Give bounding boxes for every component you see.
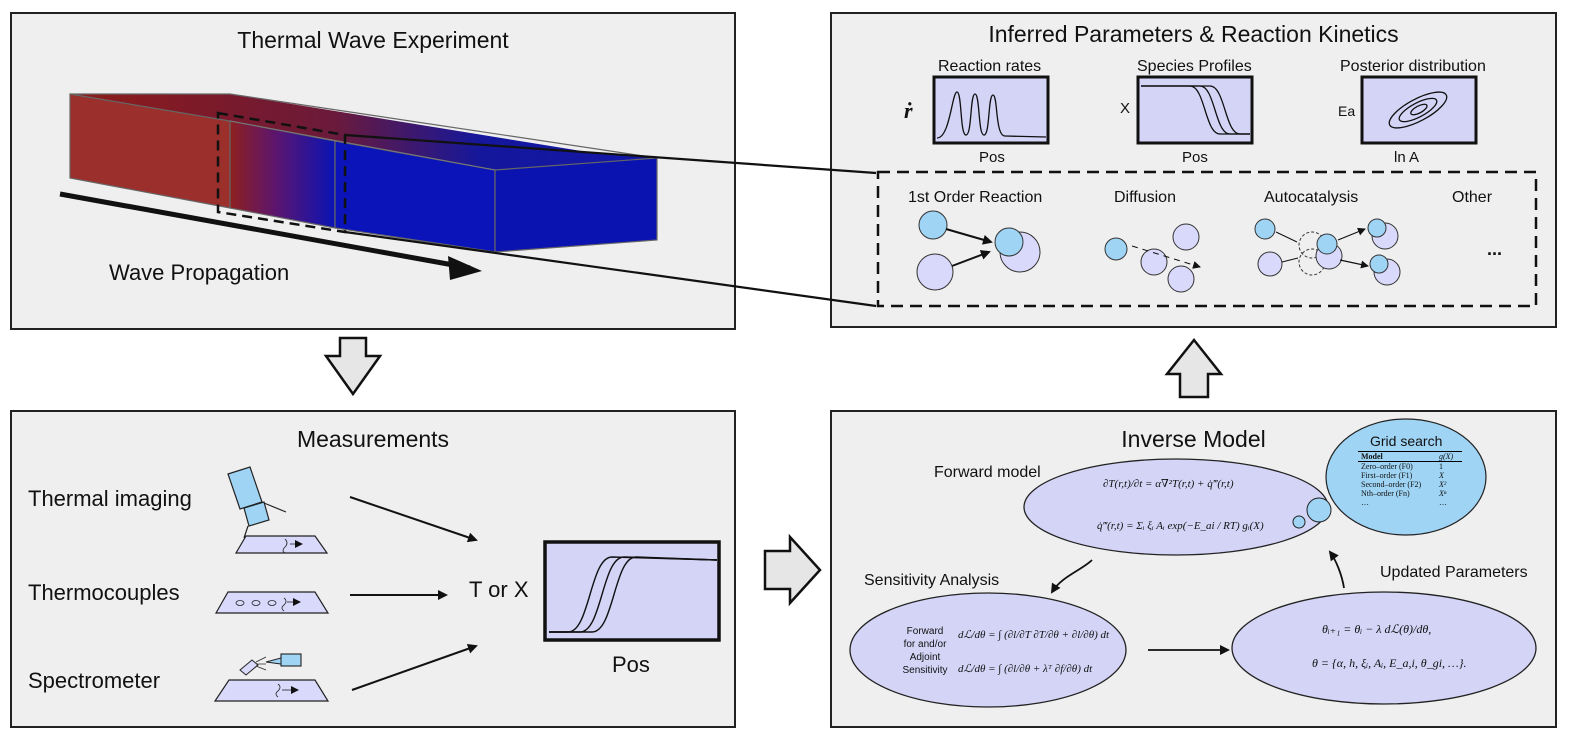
species-profiles-title: Species Profiles <box>1137 58 1252 75</box>
sensitivity-analysis-label: Sensitivity Analysis <box>864 572 1000 589</box>
measurements-title: Measurements <box>296 426 450 452</box>
sensitivity-equation-1: dℒ/dθ = ∫ (∂l/∂T ∂T/∂θ + ∂l/∂θ) dt <box>958 629 1110 641</box>
arrow-thermal-imaging <box>349 496 478 543</box>
update-equation-2: θ = {α, h, ξᵢ, Aᵢ, E_a,i, θ_gi, …}. <box>1312 656 1467 670</box>
reaction-rates-plot <box>932 75 1050 145</box>
grid-header-model: Model <box>1358 451 1436 462</box>
mechanism-ellipsis: ... <box>1487 239 1503 259</box>
grid-search-table: Model g(X) Zero–order (F0) 1 First–order … <box>1358 451 1462 507</box>
sensitivity-equation-2: dℒ/dθ = ∫ (∂l/∂θ + λᵀ ∂f/∂θ) dt <box>958 663 1093 675</box>
grid-header-g: g(X) <box>1436 451 1462 462</box>
grid-cell: Xⁿ <box>1439 489 1447 498</box>
first-order-glyph <box>916 210 1041 291</box>
sensitivity-note-4: Sensitivity <box>902 665 948 676</box>
mechanism-box <box>876 170 1538 308</box>
forward-model-label: Forward model <box>934 464 1041 481</box>
updated-parameters-label: Updated Parameters <box>1380 564 1528 581</box>
sensitivity-ellipse <box>849 592 1127 708</box>
inverse-model-title: Inverse Model <box>1121 426 1266 452</box>
method-spectrometer: Spectrometer <box>28 668 161 693</box>
method-thermocouples: Thermocouples <box>28 580 180 605</box>
table-row: First–order (F1) X <box>1358 471 1462 480</box>
output-label: T or X <box>469 577 529 602</box>
up-arrow-icon <box>1164 337 1224 399</box>
reaction-rates-xlabel: Pos <box>979 149 1005 166</box>
thought-bubble-small <box>1292 515 1306 529</box>
thermal-bar <box>59 93 658 280</box>
species-profiles-ylabel: X <box>1120 100 1131 117</box>
reaction-rates-ylabel: ṙ <box>904 98 913 123</box>
thermocouple-icon <box>214 591 330 614</box>
autocatalysis-glyph <box>1254 218 1401 286</box>
posterior-xlabel: ln A <box>1394 149 1420 166</box>
arrow-spectrometer <box>351 643 478 691</box>
species-profiles-plot <box>1136 75 1254 145</box>
grid-cell: X <box>1439 471 1444 480</box>
down-arrow-icon <box>323 336 383 397</box>
forward-model-ellipse <box>1023 458 1329 556</box>
grid-cell: X² <box>1439 480 1447 489</box>
method-thermal-imaging: Thermal imaging <box>28 486 192 511</box>
grid-cell: 1 <box>1439 462 1443 471</box>
update-equation-1: θᵢ₊₁ = θᵢ − λ dℒ(θ)/dθ, <box>1322 622 1432 636</box>
grid-cell: First–order (F1) <box>1361 471 1413 480</box>
grid-search-table-wrap: Model g(X) Zero–order (F0) 1 First–order … <box>1358 451 1462 507</box>
grid-cell: … <box>1439 498 1447 507</box>
table-row: …… <box>1358 498 1462 507</box>
species-profiles-xlabel: Pos <box>1182 149 1208 166</box>
grid-cell: Second–order (F2) <box>1361 480 1422 489</box>
sensitivity-note-2: for and/or <box>903 639 947 650</box>
wave-propagation-label: Wave Propagation <box>109 260 290 285</box>
grid-cell: Nth–order (Fn) <box>1361 489 1410 498</box>
posterior-ylabel: Ea <box>1338 103 1356 119</box>
sensitivity-note-3: Adjoint <box>909 652 941 663</box>
measurement-plot <box>543 540 721 642</box>
measurement-plot-xlabel: Pos <box>612 652 650 677</box>
zoom-line-top <box>344 133 877 175</box>
update-ellipse <box>1231 591 1537 705</box>
thermal-camera-icon <box>227 466 329 554</box>
table-row: Zero–order (F0) 1 <box>1358 462 1462 472</box>
thermal-wave-title: Thermal Wave Experiment <box>237 27 509 53</box>
posterior-title: Posterior distribution <box>1340 58 1486 75</box>
table-row: Second–order (F2) X² <box>1358 480 1462 489</box>
mechanism-first-order: 1st Order Reaction <box>908 189 1043 206</box>
grid-search-bubble <box>1325 418 1487 536</box>
reaction-rates-title: Reaction rates <box>938 58 1042 75</box>
forward-equation-2: q̇‴(r,t) = Σᵢ ξᵢ Aᵢ exp(−E_ai / RT) gᵢ(X… <box>1097 520 1264 532</box>
posterior-plot <box>1360 75 1478 145</box>
sensitivity-note-1: Forward <box>906 626 944 637</box>
mechanism-other: Other <box>1452 189 1493 206</box>
mechanism-autocatalysis: Autocatalysis <box>1264 189 1359 206</box>
right-arrow-icon <box>763 533 822 607</box>
kinetics-title: Inferred Parameters & Reaction Kinetics <box>988 21 1399 47</box>
grid-cell: Zero–order (F0) <box>1361 462 1413 471</box>
grid-cell: … <box>1361 498 1369 507</box>
grid-search-title: Grid search <box>1370 433 1443 449</box>
diffusion-glyph <box>1104 223 1201 293</box>
arrow-forward-to-sensitivity <box>1050 559 1093 594</box>
mechanism-diffusion: Diffusion <box>1114 189 1176 206</box>
spectrometer-icon <box>213 653 330 702</box>
zoom-line-bottom <box>344 230 877 308</box>
forward-equation-1: ∂T(r,t)/∂t = α∇²T(r,t) + q̇‴(r,t) <box>1103 478 1234 490</box>
arrow-update-to-forward <box>1328 550 1345 589</box>
thought-bubble-medium <box>1306 497 1332 523</box>
table-row: Nth–order (Fn) Xⁿ <box>1358 489 1462 498</box>
